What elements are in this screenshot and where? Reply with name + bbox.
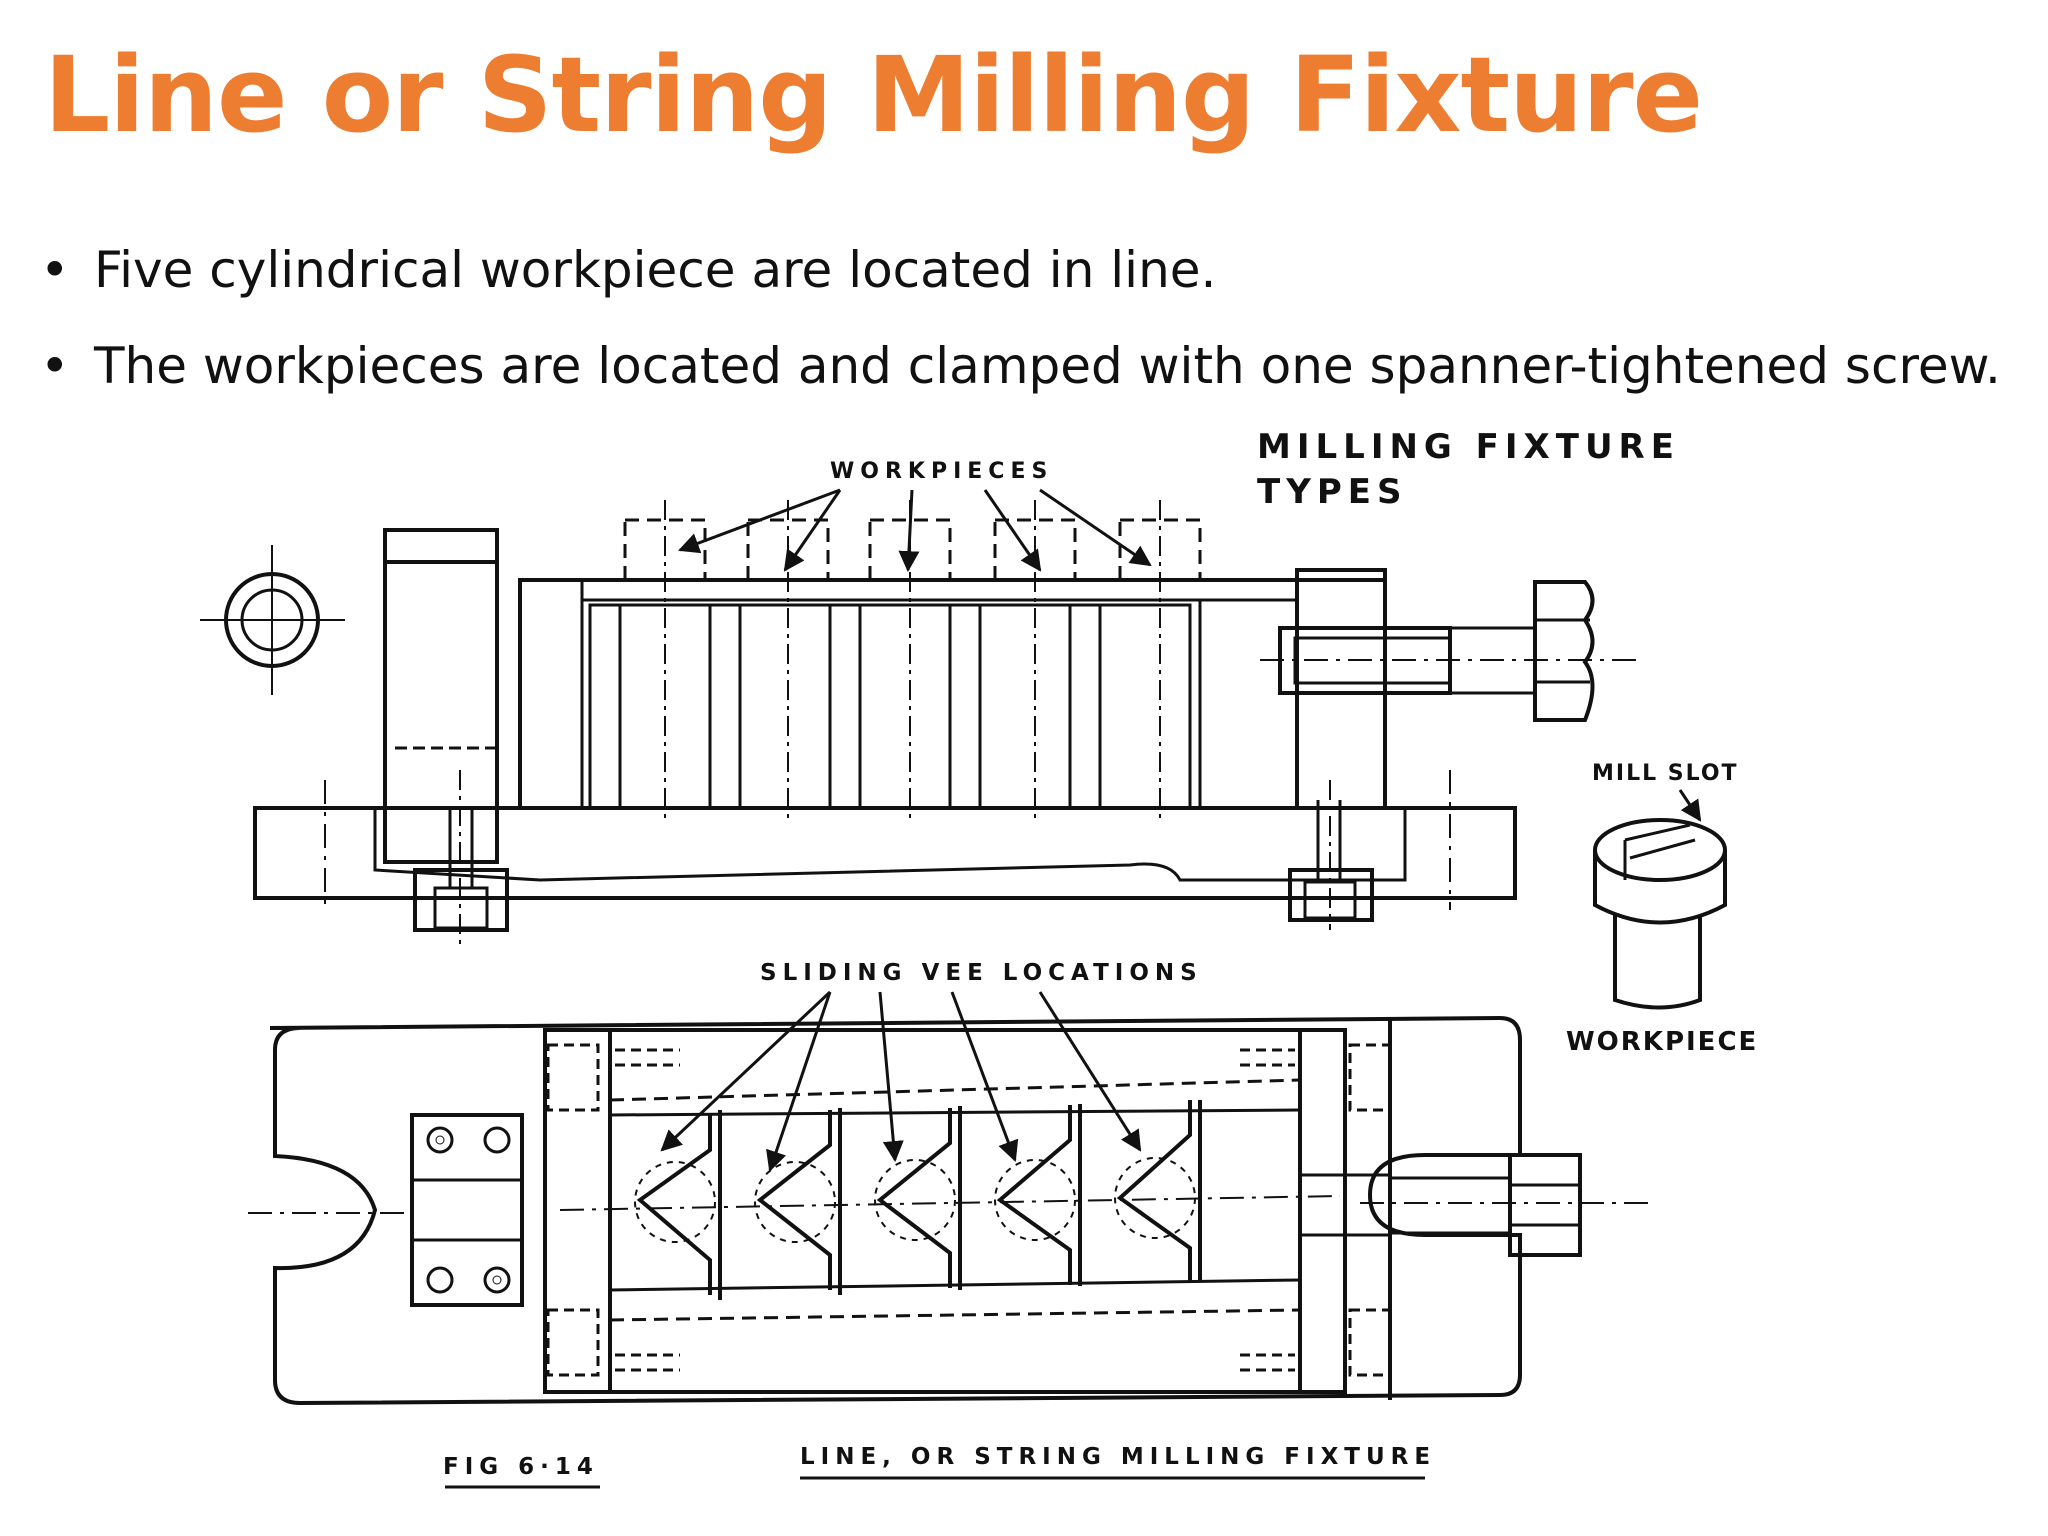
fig-caption: LINE, OR STRING MILLING FIXTURE [800, 1444, 1436, 1470]
label-sliding-vee: SLIDING VEE LOCATIONS [760, 960, 1203, 986]
label-mill-slot: MILL SLOT [1592, 761, 1739, 786]
bullet-list: Five cylindrical workpiece are located i… [40, 238, 2001, 430]
fixture-drawing-svg: MILLING FIXTURE TYPES WORKPIECES SLIDING… [200, 427, 1758, 1489]
workpiece-detail [1593, 789, 1727, 1010]
centre-mark [200, 545, 345, 695]
slide-title: Line or String Milling Fixture [44, 34, 1703, 156]
plan-view [248, 990, 1650, 1406]
workpiece-slots [588, 603, 1192, 810]
bullet-item: The workpieces are located and clamped w… [40, 334, 2001, 398]
technical-drawing: MILLING FIXTURE TYPES WORKPIECES SLIDING… [0, 410, 2048, 1536]
heading-line2: TYPES [1257, 472, 1407, 512]
bullet-item: Five cylindrical workpiece are located i… [40, 238, 2001, 302]
label-workpiece: WORKPIECE [1566, 1027, 1758, 1057]
label-workpieces: WORKPIECES [830, 459, 1053, 484]
heading-line1: MILLING FIXTURE [1257, 427, 1680, 467]
fig-number: FIG 6·14 [443, 1454, 599, 1480]
drawing-lines [200, 488, 1727, 1489]
